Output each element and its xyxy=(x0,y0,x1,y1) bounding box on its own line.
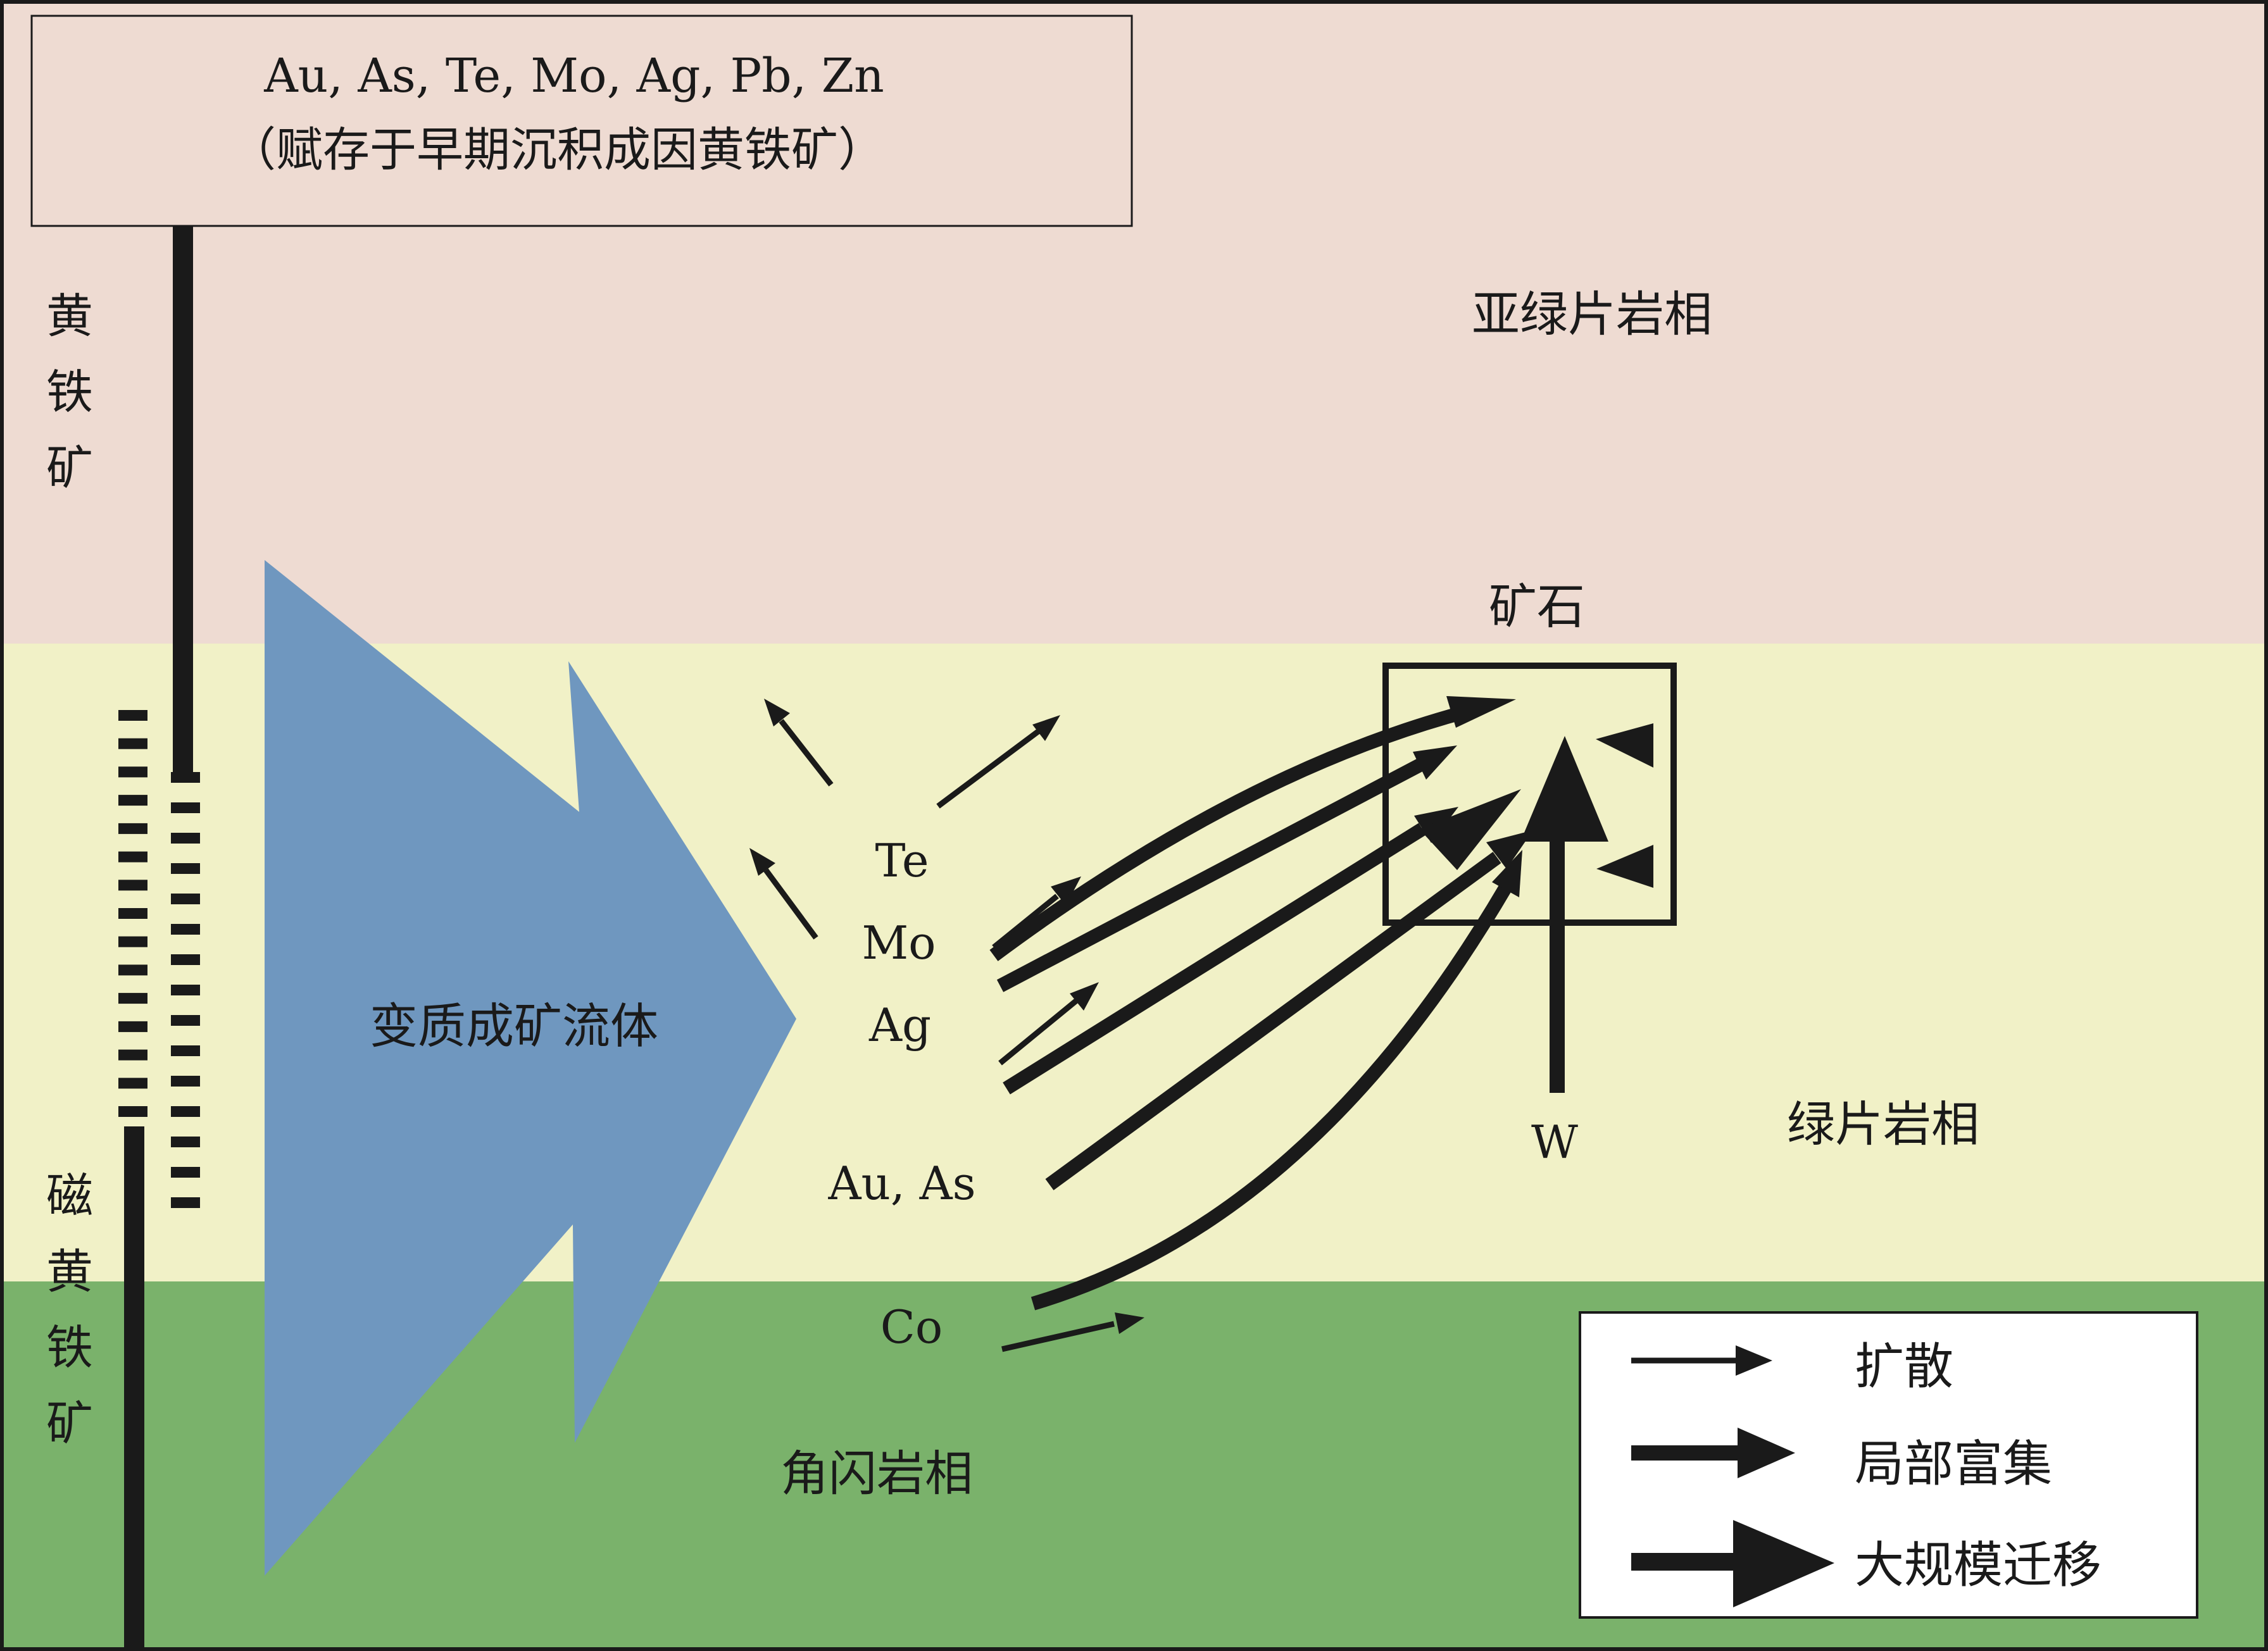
pyrrhotite-dash xyxy=(118,766,147,778)
pyrite-dash xyxy=(171,833,200,844)
svg-text:矿: 矿 xyxy=(46,1397,93,1451)
pyrite-dash xyxy=(171,1197,200,1208)
ore-inner-arrow-top xyxy=(1596,723,1653,768)
legend-migration-label: 大规模迁移 xyxy=(1855,1537,2102,1594)
migration-arrow-au-as-ore xyxy=(1419,789,1521,870)
pyrrhotite-dashed-line xyxy=(118,710,147,1117)
pyrite-dash xyxy=(171,1106,200,1117)
pyrrhotite-dash xyxy=(118,1049,147,1061)
pyrrhotite-dash xyxy=(118,964,147,976)
legend-enrichment-arrow xyxy=(1631,1428,1795,1478)
pyrrhotite-dash xyxy=(118,851,147,863)
source-box xyxy=(30,15,1133,227)
enrichment-arrow-ag-ore-1 xyxy=(996,745,1457,992)
pyrrhotite-dash xyxy=(118,795,147,806)
pyrrhotite-dash xyxy=(118,880,147,891)
element-co: Co xyxy=(880,1300,943,1354)
svg-text:黄: 黄 xyxy=(46,1245,93,1299)
sub-greenschist-label: 亚绿片岩相 xyxy=(1472,286,1712,342)
pyrrhotite-dash xyxy=(118,1078,147,1089)
pyrite-dash xyxy=(171,954,200,965)
pyrite-line xyxy=(173,226,193,776)
pyrite-dash xyxy=(171,894,200,904)
diffusion-arrow-mo-right xyxy=(992,876,1081,950)
legend-migration-arrow xyxy=(1631,1520,1834,1607)
pyrite-label: 黄 铁 矿 xyxy=(46,289,93,495)
element-ag: Ag xyxy=(868,999,931,1052)
pyrrhotite-dash xyxy=(118,1106,147,1117)
pyrrhotite-dash xyxy=(118,1021,147,1032)
source-elements-text: Au, As, Te, Mo, Ag, Pb, Zn xyxy=(263,49,884,103)
legend-enrichment-label: 局部富集 xyxy=(1855,1436,2052,1493)
legend-diffusion-arrow xyxy=(1631,1345,1772,1376)
diffusion-arrow-co-right xyxy=(1001,1312,1144,1352)
element-te: Te xyxy=(875,834,929,887)
greenschist-label: 绿片岩相 xyxy=(1787,1096,1979,1152)
enrichment-arrow-co-ore xyxy=(1031,850,1522,1311)
svg-text:磁: 磁 xyxy=(46,1169,93,1223)
pyrrhotite-dash xyxy=(118,993,147,1004)
pyrite-dash xyxy=(171,772,200,783)
migration-arrows xyxy=(1419,723,1653,1093)
diffusion-arrow-te-right xyxy=(936,715,1060,809)
pyrrhotite-line xyxy=(124,1126,144,1651)
migration-arrow-w-ore xyxy=(1520,736,1608,1093)
svg-text:铁: 铁 xyxy=(46,365,93,420)
diffusion-arrow-ag-right xyxy=(998,982,1099,1066)
enrichment-arrows xyxy=(989,696,1533,1311)
metamorphic-fluid-shape xyxy=(265,560,796,1576)
pyrrhotite-dash xyxy=(118,908,147,919)
svg-text:黄: 黄 xyxy=(46,289,93,344)
pyrite-dash xyxy=(171,985,200,995)
pyrrhotite-dash xyxy=(118,738,147,749)
element-au-as: Au, As xyxy=(827,1157,975,1210)
diffusion-arrows xyxy=(749,699,1144,1352)
source-host-text: （赋存于早期沉积成因黄铁矿） xyxy=(229,123,885,177)
pyrite-dash xyxy=(171,863,200,874)
diffusion-arrow-te-up xyxy=(764,699,834,787)
legend-diffusion-label: 扩散 xyxy=(1855,1338,1953,1395)
pyrite-dash xyxy=(171,1015,200,1026)
legend: 扩散 局部富集 大规模迁移 xyxy=(1579,1311,2198,1619)
diffusion-arrow-mo-up xyxy=(749,848,818,940)
svg-text:矿: 矿 xyxy=(46,441,93,495)
pyrite-dash xyxy=(171,1045,200,1056)
ore-label: 矿石 xyxy=(1489,578,1585,635)
svg-text:铁: 铁 xyxy=(46,1321,93,1375)
ore-box xyxy=(1382,663,1677,926)
element-w: W xyxy=(1531,1116,1578,1169)
fluid-label: 变质成矿流体 xyxy=(370,998,658,1054)
enrichment-arrow-mo-ore xyxy=(989,696,1516,961)
pyrite-dash xyxy=(171,1137,200,1147)
element-mo: Mo xyxy=(861,916,936,969)
pyrite-dash xyxy=(171,1167,200,1178)
pyrite-dash xyxy=(171,924,200,935)
pyrrhotite-dash xyxy=(118,823,147,834)
ore-inner-arrow-bottom xyxy=(1596,845,1653,888)
amphibolite-label: 角闪岩相 xyxy=(780,1445,973,1502)
pyrrhotite-label: 磁 黄 铁 矿 xyxy=(46,1169,93,1451)
pyrite-dashed-line xyxy=(171,772,200,1208)
pyrite-dash xyxy=(171,1076,200,1087)
pyrrhotite-dash xyxy=(118,710,147,721)
pyrrhotite-dash xyxy=(118,936,147,947)
pyrite-dash xyxy=(171,802,200,813)
